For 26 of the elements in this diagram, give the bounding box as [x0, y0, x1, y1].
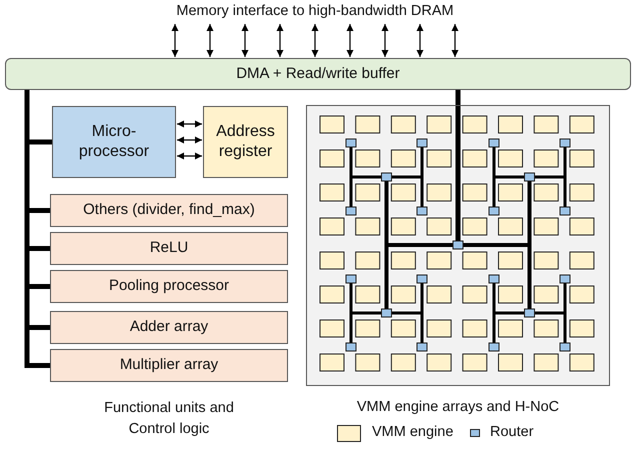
bus-line	[456, 90, 460, 105]
legend-label: Router	[490, 424, 534, 440]
arrow	[346, 24, 354, 57]
unit-box: Others (divider, find_max)	[50, 194, 288, 227]
arrow	[452, 24, 458, 57]
arrow	[276, 24, 284, 57]
arrow	[172, 24, 178, 57]
arrow	[177, 152, 202, 160]
processor-box: Micro- processor	[52, 106, 176, 178]
unit-box: ReLU	[50, 232, 288, 265]
buffer-bar: DMA + Read/write buffer	[5, 58, 631, 90]
interface-label: Memory interface to high-bandwidth DRAM	[165, 2, 465, 20]
arrow	[312, 24, 318, 57]
register-box: Address register	[203, 106, 288, 178]
unit-box: Pooling processor	[50, 270, 288, 303]
arrow	[382, 24, 388, 57]
arrow	[177, 120, 202, 128]
unit-box: Multiplier array	[50, 349, 288, 382]
arrow	[206, 24, 214, 57]
arrow	[242, 24, 248, 57]
unit-box: Adder array	[50, 311, 288, 344]
legend-label: VMM engine	[372, 424, 454, 440]
group-caption: Functional units and Control logic	[103, 399, 235, 439]
arrow	[177, 136, 202, 144]
arrow	[416, 24, 424, 57]
panel-caption: VMM engine arrays and H-NoC	[356, 399, 560, 415]
